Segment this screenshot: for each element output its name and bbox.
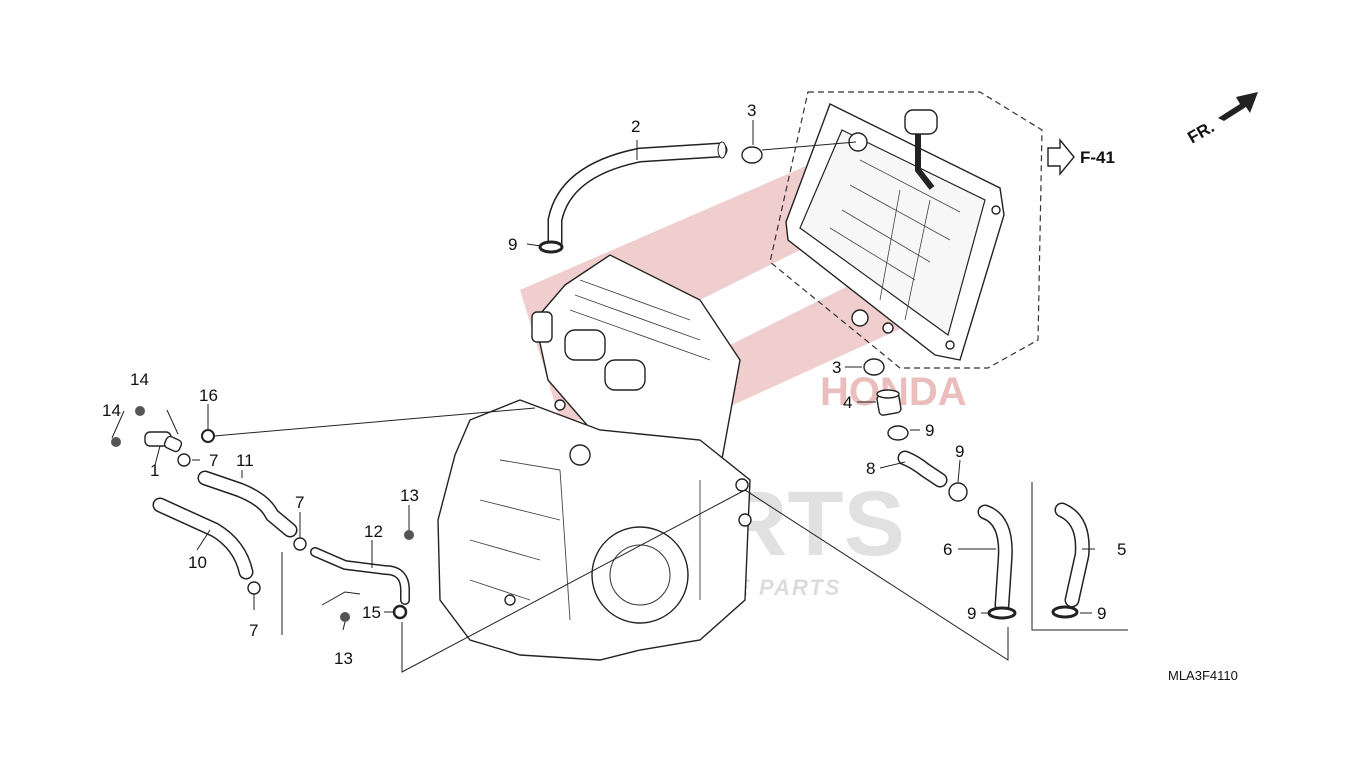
clamp-3-upper[interactable] [741,146,763,164]
fitting-1[interactable] [144,431,183,453]
hose-6-inner [979,506,1012,611]
clamp-7-hose-10[interactable] [247,581,261,595]
callout-3-lower[interactable]: 3 [832,358,841,377]
callout-12[interactable]: 12 [364,522,383,541]
engine-bolt-b [735,478,749,492]
callout-16[interactable]: 16 [199,386,218,405]
front-direction-indicator: FR. [1184,92,1258,147]
hose-10[interactable] [152,497,254,580]
engine-clutch-cover [591,526,689,624]
fitting-1-neck [163,435,183,453]
engine-bolt-a [554,399,566,411]
reference-arrow-icon [1047,138,1075,176]
callout-3-upper[interactable]: 3 [747,101,756,120]
engine-bolt-d [504,594,516,606]
clamp-7-hose-11[interactable] [293,537,307,551]
radiator-side-bolt-lower [945,340,955,350]
clamp-9-hose-8[interactable] [948,482,968,502]
callout-14-lower[interactable]: 14 [102,401,121,420]
callout-13-upper[interactable]: 13 [400,486,419,505]
hose-4[interactable] [876,389,902,416]
hose-10-inner [154,499,252,578]
hose-5[interactable] [1054,502,1090,608]
callout-14-upper[interactable]: 14 [130,370,149,389]
callout-2[interactable]: 2 [631,117,640,136]
reference-f41[interactable]: F-41 [1047,138,1115,176]
callout-1[interactable]: 1 [150,461,159,480]
hose-8-inner [899,452,946,486]
callout-9-upper[interactable]: 9 [508,235,517,254]
radiator-upper-port [848,132,868,152]
hose-4-top [876,389,900,399]
clamp-9-hose-5[interactable] [1051,605,1079,619]
clamp-7-fitting[interactable] [177,453,191,467]
engine-fins-detail [469,279,711,621]
hose-2[interactable] [547,141,728,253]
pipe-12-inner [311,548,409,604]
bolt-13-upper[interactable] [404,530,414,540]
radiator-mount-bolt [882,322,894,334]
callout-15[interactable]: 15 [362,603,381,622]
callout-4[interactable]: 4 [843,393,852,412]
hose-2-end [717,141,727,159]
callout-7-hose-10[interactable]: 7 [249,621,258,640]
hose-5-inner [1056,504,1089,606]
clamp-3-lower[interactable] [863,358,885,376]
radiator-lower-port [851,309,869,327]
clamps [111,146,1079,622]
engine-bolt-e [569,444,591,466]
hose-11[interactable] [197,470,298,538]
radiator-dashed-outline [769,91,1043,369]
clamp-9-radiator-hose[interactable] [887,425,909,441]
radiator-side-bolt [991,205,1001,215]
front-arrow-icon [1218,92,1258,121]
clamp-9-upper[interactable] [538,240,564,254]
clamp-9-hose-6[interactable] [987,606,1017,620]
callout-13-lower[interactable]: 13 [334,649,353,668]
callouts: 2 3 9 3 4 9 8 9 6 5 9 9 14 14 16 1 7 11 … [102,101,1126,668]
engine-intake-port-upper [564,329,606,361]
callout-9-hose-5[interactable]: 9 [1097,604,1106,623]
leader-lines [111,120,1128,673]
engine-intake-port-lower [604,359,646,391]
callout-9-radiator-hose[interactable]: 9 [925,421,934,440]
callout-8[interactable]: 8 [866,459,875,478]
front-direction-label: FR. [1184,117,1217,147]
engine-water-outlet [531,311,553,343]
hose-11-inner [199,472,296,536]
radiator-assembly[interactable] [769,91,1043,369]
callout-5[interactable]: 5 [1117,540,1126,559]
callout-10[interactable]: 10 [188,553,207,572]
callout-7-hose-11[interactable]: 7 [295,493,304,512]
pipe-12[interactable] [310,547,410,605]
callout-11[interactable]: 11 [236,451,254,470]
hose-8[interactable] [897,450,948,488]
callout-9-hose-6[interactable]: 9 [967,604,976,623]
diagram-code: MLA3F4110 [1168,668,1238,683]
hose-2-inner [549,144,726,251]
washer-15[interactable] [392,604,408,620]
bolt-13-lower[interactable] [340,612,350,622]
engine-bolt-c [738,513,752,527]
engine-block[interactable] [437,254,752,661]
radiator-core-detail [829,159,961,321]
radiator-cap [904,109,938,135]
hose-6[interactable] [977,504,1013,613]
radiator-filler-neck [915,134,935,190]
reference-f41-label[interactable]: F-41 [1080,148,1115,167]
callout-6[interactable]: 6 [943,540,952,559]
bolt-14-lower[interactable] [111,437,121,447]
engine-clutch-cover-inner [609,544,671,606]
o-ring-16[interactable] [201,429,215,443]
callout-7-fitting[interactable]: 7 [209,451,218,470]
callout-9-hose-8[interactable]: 9 [955,442,964,461]
bolt-14-upper[interactable] [135,406,145,416]
